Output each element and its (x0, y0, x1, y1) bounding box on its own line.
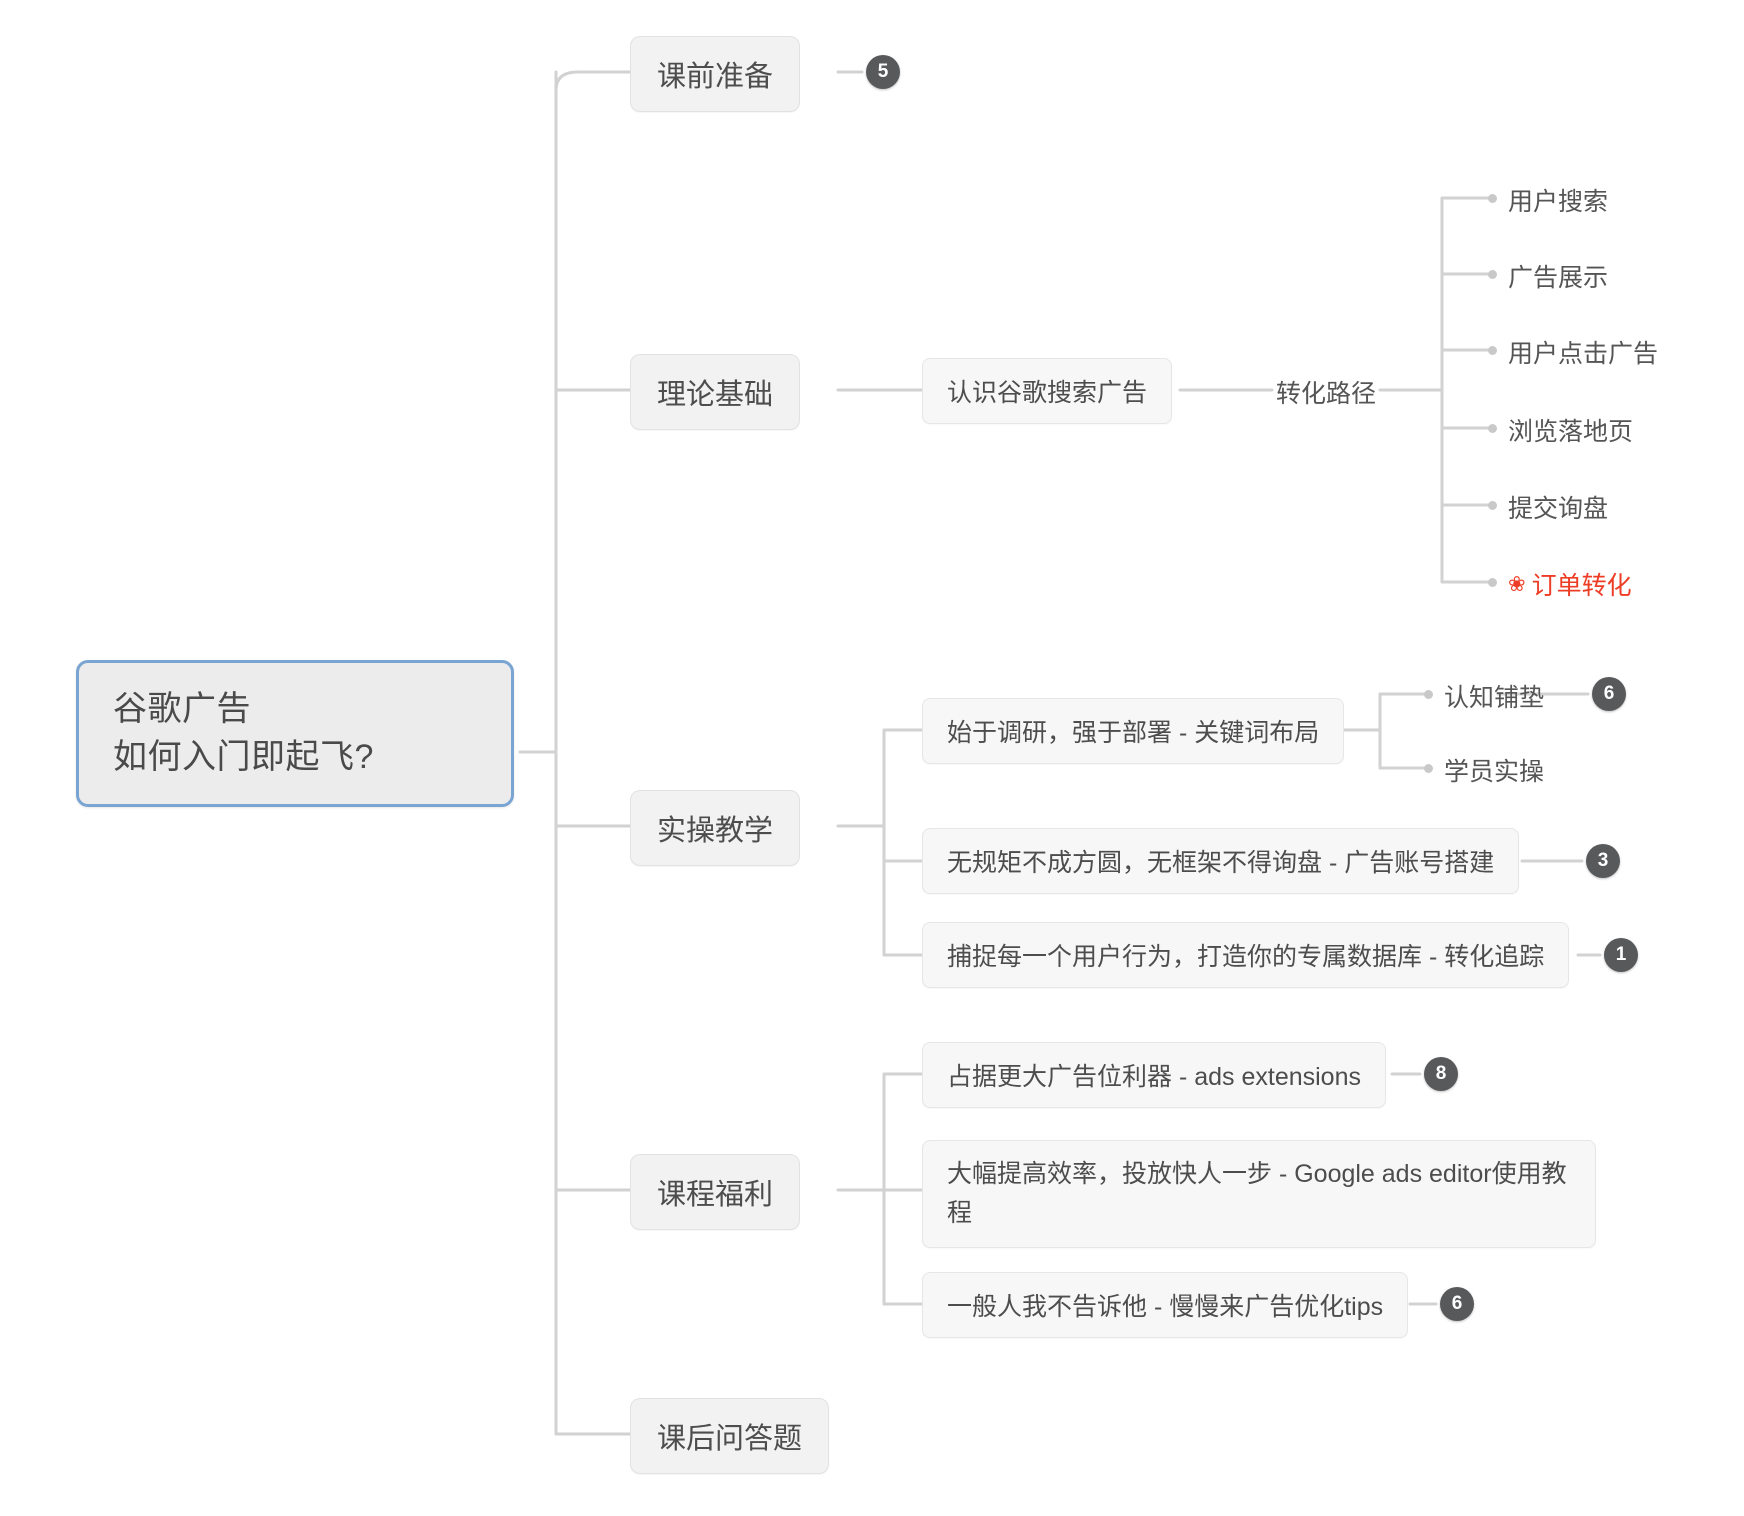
branch-prep[interactable]: 课前准备 (630, 36, 801, 112)
practice-subitem-cognition-label: 认知铺垫 (1444, 684, 1545, 712)
conversion-path-label: 转化路径 (1276, 380, 1377, 408)
benefit-item-1[interactable]: 占据更大广告位利器 - ads extensions (922, 1042, 1386, 1108)
badge-benefit-item-3[interactable]: 6 (1440, 1287, 1474, 1321)
benefit-item-2-label: 大幅提高效率，投放快人一步 - Google ads editor使用教程 (947, 1160, 1567, 1227)
practice-subitem-student-practice[interactable]: 学员实操 (1444, 752, 1544, 788)
practice-item-3[interactable]: 捕捉每一个用户行为，打造你的专属数据库 - 转化追踪 (922, 922, 1570, 988)
branch-practice[interactable]: 实操教学 (630, 790, 801, 866)
branch-prep-label: 课前准备 (657, 61, 774, 93)
path-step-1[interactable]: 用户搜索 (1508, 182, 1608, 218)
branch-qa[interactable]: 课后问答题 (630, 1398, 830, 1474)
bullet-dot (1488, 578, 1497, 587)
path-step-4-label: 浏览落地页 (1508, 418, 1634, 446)
branch-practice-label: 实操教学 (657, 815, 774, 847)
bullet-dot (1424, 690, 1433, 699)
badge-practice-item-2[interactable]: 3 (1586, 844, 1620, 878)
badge-cognition[interactable]: 6 (1592, 677, 1626, 711)
practice-item-3-label: 捕捉每一个用户行为，打造你的专属数据库 - 转化追踪 (947, 943, 1545, 971)
benefit-item-3[interactable]: 一般人我不告诉他 - 慢慢来广告优化tips (922, 1272, 1409, 1338)
path-step-4[interactable]: 浏览落地页 (1508, 412, 1633, 448)
theory-child-label: 认识谷歌搜索广告 (947, 379, 1148, 407)
path-step-2[interactable]: 广告展示 (1508, 258, 1608, 294)
bullet-dot (1488, 194, 1497, 203)
practice-item-1[interactable]: 始于调研，强于部署 - 关键词布局 (922, 698, 1345, 764)
root-node[interactable]: 谷歌广告 如何入门即起飞? (76, 660, 514, 807)
theory-child-search-ads[interactable]: 认识谷歌搜索广告 (922, 358, 1173, 424)
bullet-dot (1424, 764, 1433, 773)
path-step-6-label: 订单转化 (1531, 572, 1632, 600)
practice-item-2-label: 无规矩不成方圆，无框架不得询盘 - 广告账号搭建 (947, 849, 1495, 877)
bullet-dot (1488, 346, 1497, 355)
branch-benefits[interactable]: 课程福利 (630, 1154, 801, 1230)
practice-item-2[interactable]: 无规矩不成方圆，无框架不得询盘 - 广告账号搭建 (922, 828, 1520, 894)
branch-qa-label: 课后问答题 (657, 1423, 803, 1455)
badge-practice-item-3[interactable]: 1 (1604, 938, 1638, 972)
theory-conversion-path[interactable]: 转化路径 (1276, 374, 1376, 410)
benefit-item-3-label: 一般人我不告诉他 - 慢慢来广告优化tips (947, 1293, 1384, 1321)
practice-subitem-student-practice-label: 学员实操 (1444, 758, 1545, 786)
branch-theory[interactable]: 理论基础 (630, 354, 801, 430)
path-step-3-label: 用户点击广告 (1508, 340, 1659, 368)
bullet-dot (1488, 501, 1497, 510)
badge-benefit-item-1[interactable]: 8 (1424, 1057, 1458, 1091)
badge-prep[interactable]: 5 (866, 55, 900, 89)
branch-theory-label: 理论基础 (657, 379, 774, 411)
bullet-dot (1488, 270, 1497, 279)
practice-item-1-label: 始于调研，强于部署 - 关键词布局 (947, 719, 1320, 747)
root-title-line1: 谷歌广告 (113, 690, 251, 728)
path-step-3[interactable]: 用户点击广告 (1508, 334, 1658, 370)
path-step-1-label: 用户搜索 (1508, 188, 1609, 216)
path-step-2-label: 广告展示 (1508, 264, 1609, 292)
benefit-item-1-label: 占据更大广告位利器 - ads extensions (947, 1063, 1361, 1091)
practice-subitem-cognition[interactable]: 认知铺垫 (1444, 678, 1544, 714)
bullet-dot (1488, 424, 1497, 433)
root-title-line2: 如何入门即起飞? (113, 738, 374, 777)
benefit-item-2[interactable]: 大幅提高效率，投放快人一步 - Google ads editor使用教程 (922, 1140, 1596, 1248)
path-step-5[interactable]: 提交询盘 (1508, 489, 1608, 525)
path-step-5-label: 提交询盘 (1508, 495, 1609, 523)
path-step-6[interactable]: ❀ 订单转化 (1508, 566, 1632, 602)
flower-icon: ❀ (1508, 572, 1526, 596)
branch-benefits-label: 课程福利 (657, 1179, 774, 1211)
